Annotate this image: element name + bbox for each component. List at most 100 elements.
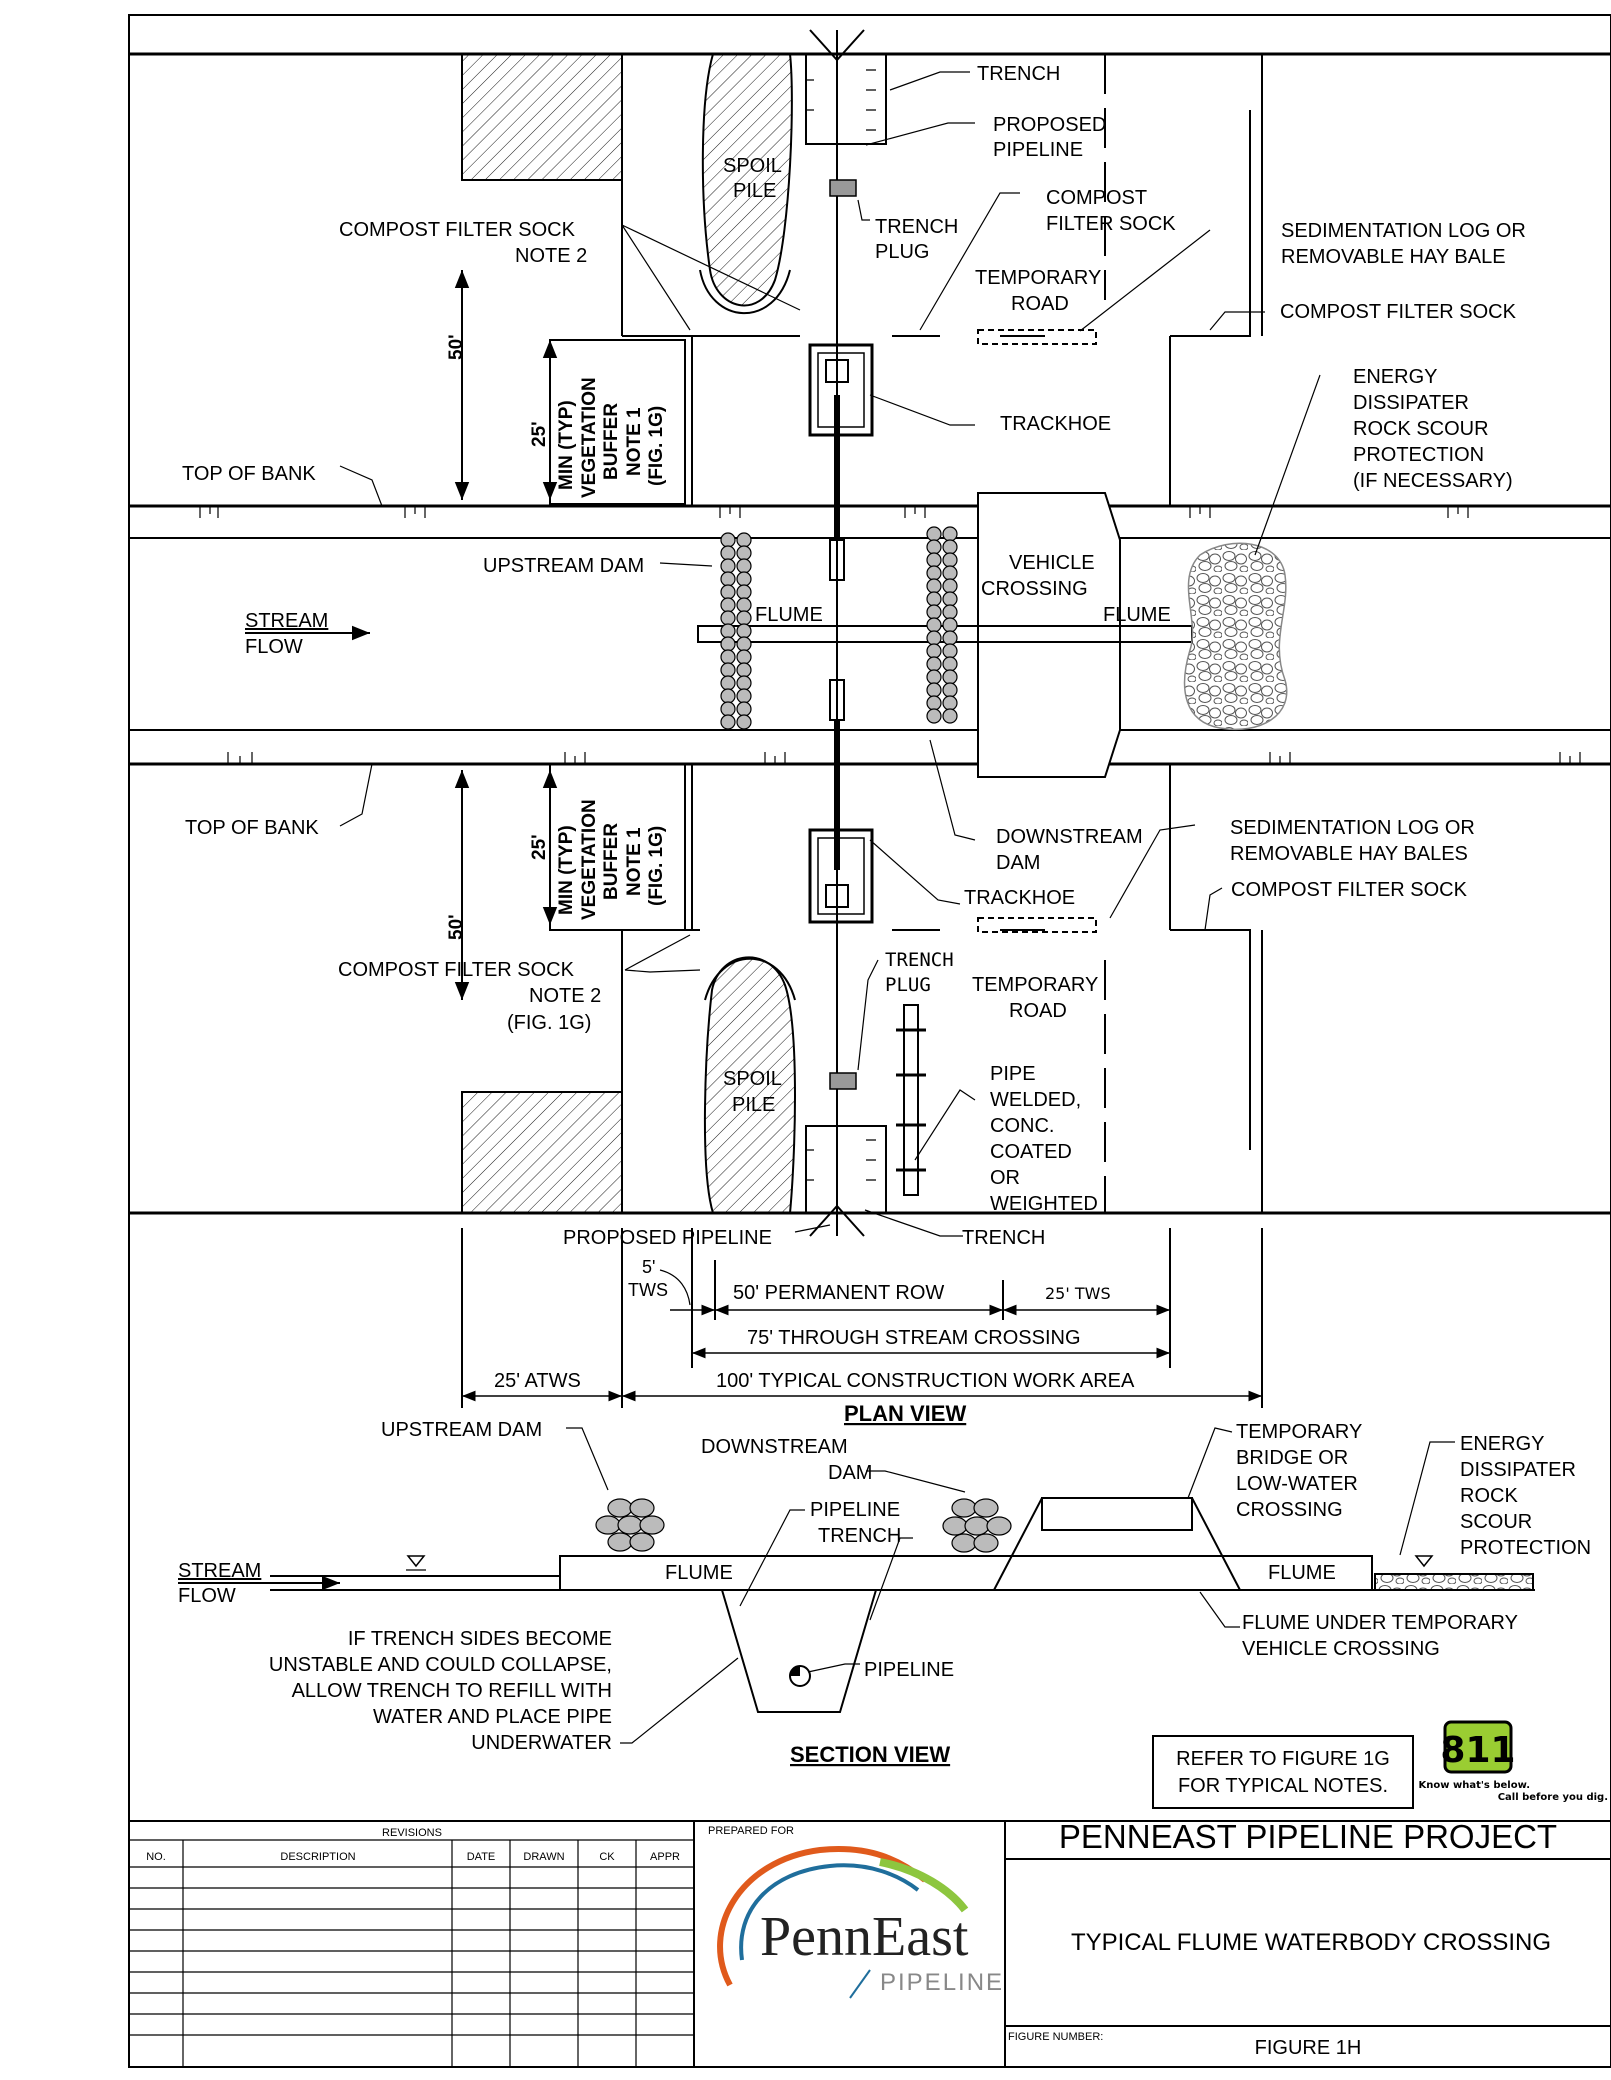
sandbag (926, 552, 942, 568)
plan-view-heading: PLAN VIEW (844, 1401, 966, 1426)
label-sed-log-lower-1: SEDIMENTATION LOG OR (1230, 817, 1475, 839)
temporary-road-upper (977, 329, 1097, 345)
sandbag (942, 526, 958, 542)
label-top-of-bank-upper: TOP OF BANK (182, 463, 316, 485)
label-temp-bridge-3: LOW-WATER (1236, 1473, 1358, 1495)
rock-scour-protection-plan (1183, 542, 1288, 730)
sandbag (736, 675, 752, 691)
label-stream-plan-1: STREAM (245, 610, 328, 632)
spoil-pile-upper (701, 53, 793, 307)
label-cfs-lower-3: (FIG. 1G) (507, 1012, 591, 1034)
label-cfs-left-2: NOTE 2 (515, 245, 587, 267)
rev-col-description: DESCRIPTION (280, 1851, 355, 1863)
sandbag (926, 708, 942, 724)
sandbag (617, 1515, 643, 1535)
label-vehicle-crossing-1: VEHICLE (1009, 552, 1095, 574)
sandbag (736, 610, 752, 626)
sandbag (942, 695, 958, 711)
label-note-5: UNDERWATER (471, 1732, 612, 1754)
label-buffer-upper-1: MIN (TYP) (556, 400, 577, 490)
sandbag (639, 1515, 665, 1535)
sandbag (720, 545, 736, 561)
upstream-dam-plan (720, 532, 752, 730)
label-energy-2: DISSIPATER (1353, 392, 1469, 414)
label-downstream-section-1: DOWNSTREAM (701, 1436, 848, 1458)
label-temp-bridge-2: BRIDGE OR (1236, 1447, 1348, 1469)
label-stream-section-1: STREAM (178, 1560, 261, 1582)
label-buffer-upper-4: NOTE 1 (624, 407, 645, 476)
label-sed-log-upper-1: SEDIMENTATION LOG OR (1281, 220, 1526, 242)
sandbag (942, 682, 958, 698)
sandbag (720, 558, 736, 574)
trackhoe-upper (808, 343, 874, 581)
label-sed-log-upper-2: REMOVABLE HAY BALE (1281, 246, 1506, 268)
label-temp-bridge-1: TEMPORARY (1236, 1421, 1362, 1443)
label-pipe-6: WEIGHTED (990, 1193, 1098, 1215)
label-flume-under-2: VEHICLE CROSSING (1242, 1638, 1440, 1660)
label-energy-5: (IF NECESSARY) (1353, 470, 1513, 492)
label-note-3: ALLOW TRENCH TO REFILL WITH (292, 1680, 612, 1702)
label-note-1: IF TRENCH SIDES BECOME (348, 1628, 612, 1650)
sandbag (595, 1515, 621, 1535)
penneast-logo-sub: PIPELINE (880, 1969, 1004, 1996)
trench-bottom (805, 1125, 887, 1214)
label-buffer-lower-5: (FIG. 1G) (646, 826, 667, 906)
sandbag (964, 1516, 990, 1536)
sandbag (607, 1498, 633, 1518)
label-dim-50-lower: 50' (446, 914, 467, 940)
sandbag-dams-section (595, 1498, 1012, 1553)
sandbag (926, 643, 942, 659)
sandbag (629, 1498, 655, 1518)
sandbag (720, 623, 736, 639)
label-pipeline-trench-1: PIPELINE (810, 1499, 900, 1521)
label-stream-section-2: FLOW (178, 1585, 236, 1607)
label-vehicle-crossing-2: CROSSING (981, 578, 1088, 600)
label-pipe-1: PIPE (990, 1063, 1036, 1085)
label-spoil-upper: SPOIL (723, 155, 782, 177)
label-energy-4: PROTECTION (1353, 444, 1484, 466)
label-pipeline-trench-2: TRENCH (818, 1525, 901, 1547)
sandbag (736, 597, 752, 613)
sandbag (951, 1533, 977, 1553)
label-energy-section-1: ENERGY (1460, 1433, 1544, 1455)
label-trench-plug-lower-2: PLUG (885, 974, 931, 996)
label-stream-plan-2: FLOW (245, 636, 303, 658)
refer-note-line1: REFER TO FIGURE 1G (1176, 1748, 1390, 1770)
label-trench-lower: TRENCH (962, 1227, 1045, 1249)
label-spoil-lower: SPOIL (723, 1068, 782, 1090)
label-energy-section-4: SCOUR (1460, 1511, 1532, 1533)
rev-col-date: DATE (467, 1851, 496, 1863)
hatched-area-upper (461, 53, 623, 181)
label-trench-plug-upper-1: TRENCH (875, 216, 958, 238)
label-flume-right-section: FLUME (1268, 1562, 1336, 1584)
label-dim-25-lower: 25' (529, 834, 550, 860)
label-downstream-plan-1: DOWNSTREAM (996, 826, 1143, 848)
sandbag (942, 617, 958, 633)
label-trench-top: TRENCH (977, 63, 1060, 85)
prepared-for-label: PREPARED FOR (708, 1825, 794, 1837)
label-trackhoe-upper: TRACKHOE (1000, 413, 1111, 435)
sandbag (942, 552, 958, 568)
section-view: UPSTREAM DAM DOWNSTREAM DAM TEMPORARY BR… (178, 1419, 1591, 1767)
hatched-area-lower (461, 1091, 623, 1214)
sandbag (973, 1498, 999, 1518)
sandbag (942, 708, 958, 724)
sandbag (926, 617, 942, 633)
label-note-2: UNSTABLE AND COULD COLLAPSE, (269, 1654, 612, 1676)
sandbag (736, 714, 752, 730)
label-cfs-left-1: COMPOST FILTER SOCK (339, 219, 576, 241)
refer-note-line2: FOR TYPICAL NOTES. (1178, 1775, 1388, 1797)
label-compost-sock-center-1: COMPOST (1046, 187, 1147, 209)
trench-top (805, 53, 887, 145)
sandbag (926, 695, 942, 711)
logo-811-tag2: Call before you dig. (1498, 1792, 1608, 1803)
label-buffer-upper-3: BUFFER (601, 403, 622, 480)
label-flume-left-section: FLUME (665, 1562, 733, 1584)
sandbag (926, 656, 942, 672)
dim-tws-5-b: TWS (628, 1280, 668, 1300)
sandbag (720, 584, 736, 600)
sandbag (926, 539, 942, 555)
label-energy-section-5: PROTECTION (1460, 1537, 1591, 1559)
label-buffer-lower-4: NOTE 1 (624, 827, 645, 896)
figure-number-label: FIGURE NUMBER: (1008, 2031, 1103, 2043)
